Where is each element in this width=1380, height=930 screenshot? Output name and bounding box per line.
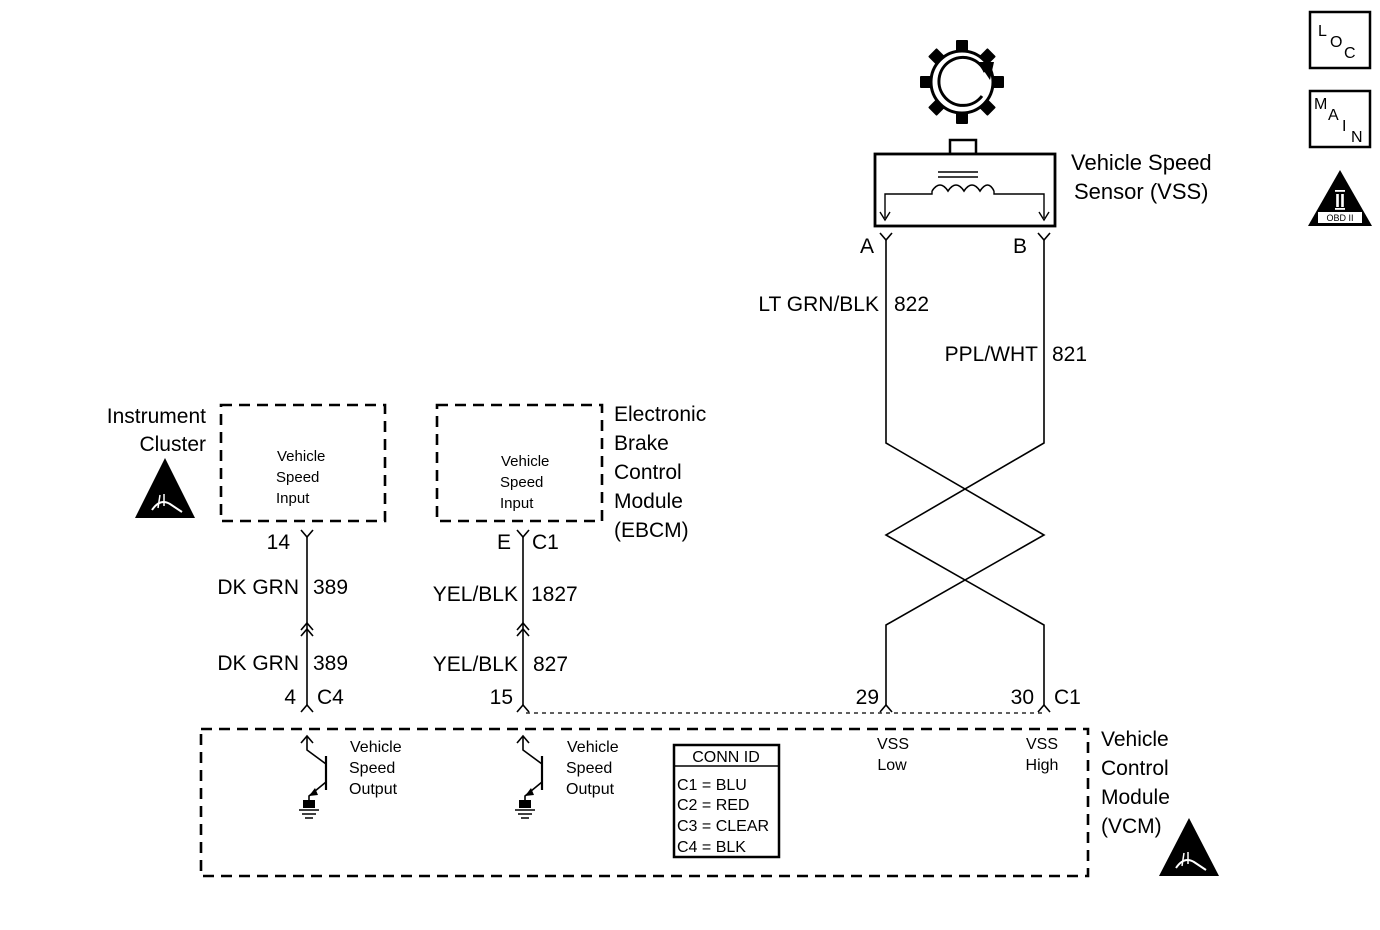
vcm-name-line1: Vehicle bbox=[1101, 728, 1169, 751]
vss-wire-a bbox=[885, 240, 1046, 706]
vss-name-line1: Vehicle Speed bbox=[1071, 150, 1212, 175]
cluster-inline-connector-upper bbox=[300, 621, 314, 631]
vcm-pin-29-label: 29 bbox=[856, 686, 879, 709]
cluster-pin-14-connector bbox=[300, 529, 314, 539]
vss-pin-a-connector bbox=[879, 232, 893, 242]
coil-icon bbox=[879, 171, 1050, 222]
vcm-pin-30-connector bbox=[1037, 703, 1051, 713]
vcm-name-line2: Control bbox=[1101, 757, 1169, 780]
loc-letter-l: L bbox=[1318, 23, 1327, 40]
conn-id-title: CONN ID bbox=[692, 749, 760, 766]
ebcm-wire-lower-circuit: 827 bbox=[533, 653, 568, 676]
vcm-vss-connector-label: C1 bbox=[1054, 686, 1081, 709]
cluster-name-line2: Cluster bbox=[139, 433, 206, 456]
loc-letter-c: C bbox=[1344, 45, 1356, 62]
ebcm-inline-connector-lower bbox=[516, 627, 530, 637]
vcm-box bbox=[199, 727, 1090, 878]
main-letter-a: A bbox=[1328, 107, 1339, 124]
vss-high-line2: High bbox=[1026, 757, 1059, 774]
ebcm-input-line1: Vehicle bbox=[501, 453, 549, 470]
ebcm-inline-connector-upper bbox=[516, 621, 530, 631]
obd-label: OBD II bbox=[1326, 213, 1353, 223]
ebcm-wire-lower-color: YEL/BLK bbox=[433, 653, 518, 676]
conn-id-table: CONN ID C1 = BLU C2 = RED C3 = CLEAR C4 … bbox=[672, 743, 781, 859]
vss-sensor-body bbox=[873, 138, 1057, 228]
instrument-cluster-box bbox=[219, 403, 387, 523]
vss-name-line2: Sensor (VSS) bbox=[1074, 179, 1209, 204]
ebcm-pin-label: E bbox=[497, 531, 511, 554]
cluster-input-line2: Speed bbox=[276, 469, 319, 486]
transistor-icon bbox=[515, 734, 544, 819]
vcm-pin-4-label: 4 bbox=[284, 686, 296, 709]
main-letter-i: I bbox=[1342, 118, 1346, 135]
ebcm-name-line5: (EBCM) bbox=[614, 519, 689, 542]
cluster-wire-upper-color: DK GRN bbox=[217, 576, 299, 599]
vss-high-line1: VSS bbox=[1026, 736, 1058, 753]
ebcm-name-line1: Electronic bbox=[614, 403, 706, 426]
conn-id-row: C3 = CLEAR bbox=[677, 818, 769, 835]
obd-numeral: II bbox=[1335, 191, 1345, 211]
vss-wire-b-color: PPL/WHT bbox=[945, 343, 1039, 366]
vcm-cluster-connector-label: C4 bbox=[317, 686, 344, 709]
vcm-pin-29-connector bbox=[879, 703, 893, 713]
esd-sensitive-icon bbox=[135, 458, 195, 518]
cluster-name-line1: Instrument bbox=[107, 405, 206, 428]
cluster-wire-upper-circuit: 389 bbox=[313, 576, 348, 599]
conn-id-row: C2 = RED bbox=[677, 797, 749, 814]
vss-low-line1: VSS bbox=[877, 736, 909, 753]
esd-sensitive-icon bbox=[1159, 818, 1219, 876]
conn-id-row: C1 = BLU bbox=[677, 777, 747, 794]
ebcm-input-line2: Speed bbox=[500, 474, 543, 491]
obd-ii-button[interactable]: II OBD II bbox=[1308, 170, 1372, 226]
ebcm-pin-e-connector bbox=[516, 529, 530, 539]
loc-button[interactable]: L O C bbox=[1308, 10, 1372, 70]
conn-id-row: C4 = BLK bbox=[677, 839, 746, 856]
vcm-pin-4-connector bbox=[300, 703, 314, 713]
reluctor-wheel-icon bbox=[920, 40, 1004, 124]
cluster-wire-lower-color: DK GRN bbox=[217, 652, 299, 675]
main-letter-m: M bbox=[1314, 96, 1327, 113]
ebcm-wire-upper-circuit: 1827 bbox=[531, 583, 578, 606]
loc-letter-o: O bbox=[1330, 34, 1342, 51]
vcm-name-line3: Module bbox=[1101, 786, 1170, 809]
ebcm-name-line3: Control bbox=[614, 461, 682, 484]
vss-wire-a-color: LT GRN/BLK bbox=[758, 293, 879, 316]
output1-line3: Output bbox=[349, 781, 398, 798]
vss-wire-b-circuit: 821 bbox=[1052, 343, 1087, 366]
ebcm-name-line2: Brake bbox=[614, 432, 669, 455]
output1-line2: Speed bbox=[349, 760, 395, 777]
main-letter-n: N bbox=[1351, 129, 1363, 146]
cluster-inline-connector-lower bbox=[300, 627, 314, 637]
ebcm-name-line4: Module bbox=[614, 490, 683, 513]
output2-line2: Speed bbox=[566, 760, 612, 777]
output2-line1: Vehicle bbox=[567, 739, 619, 756]
transistor-icon bbox=[299, 734, 328, 819]
ebcm-input-line3: Input bbox=[500, 495, 534, 512]
vcm-pin-15-connector bbox=[516, 703, 530, 713]
ebcm-wire-upper-color: YEL/BLK bbox=[433, 583, 518, 606]
cluster-input-line1: Vehicle bbox=[277, 448, 325, 465]
ebcm-box bbox=[435, 403, 604, 523]
vss-pin-b-label: B bbox=[1013, 235, 1027, 258]
cluster-input-line3: Input bbox=[276, 490, 310, 507]
vcm-pin-30-label: 30 bbox=[1011, 686, 1034, 709]
vss-low-line2: Low bbox=[877, 757, 907, 774]
main-button[interactable]: M A I N bbox=[1308, 89, 1372, 149]
vss-wire-a-circuit: 822 bbox=[894, 293, 929, 316]
cluster-pin-label: 14 bbox=[267, 531, 291, 554]
output1-line1: Vehicle bbox=[350, 739, 402, 756]
output2-line3: Output bbox=[566, 781, 615, 798]
vss-pin-a-label: A bbox=[860, 235, 874, 258]
vss-pin-b-connector bbox=[1037, 232, 1051, 242]
vcm-pin-15-label: 15 bbox=[490, 686, 513, 709]
vss-wire-b bbox=[884, 240, 1045, 706]
cluster-wire-lower-circuit: 389 bbox=[313, 652, 348, 675]
ebcm-connector-label: C1 bbox=[532, 531, 559, 554]
vcm-name-line4: (VCM) bbox=[1101, 815, 1162, 838]
